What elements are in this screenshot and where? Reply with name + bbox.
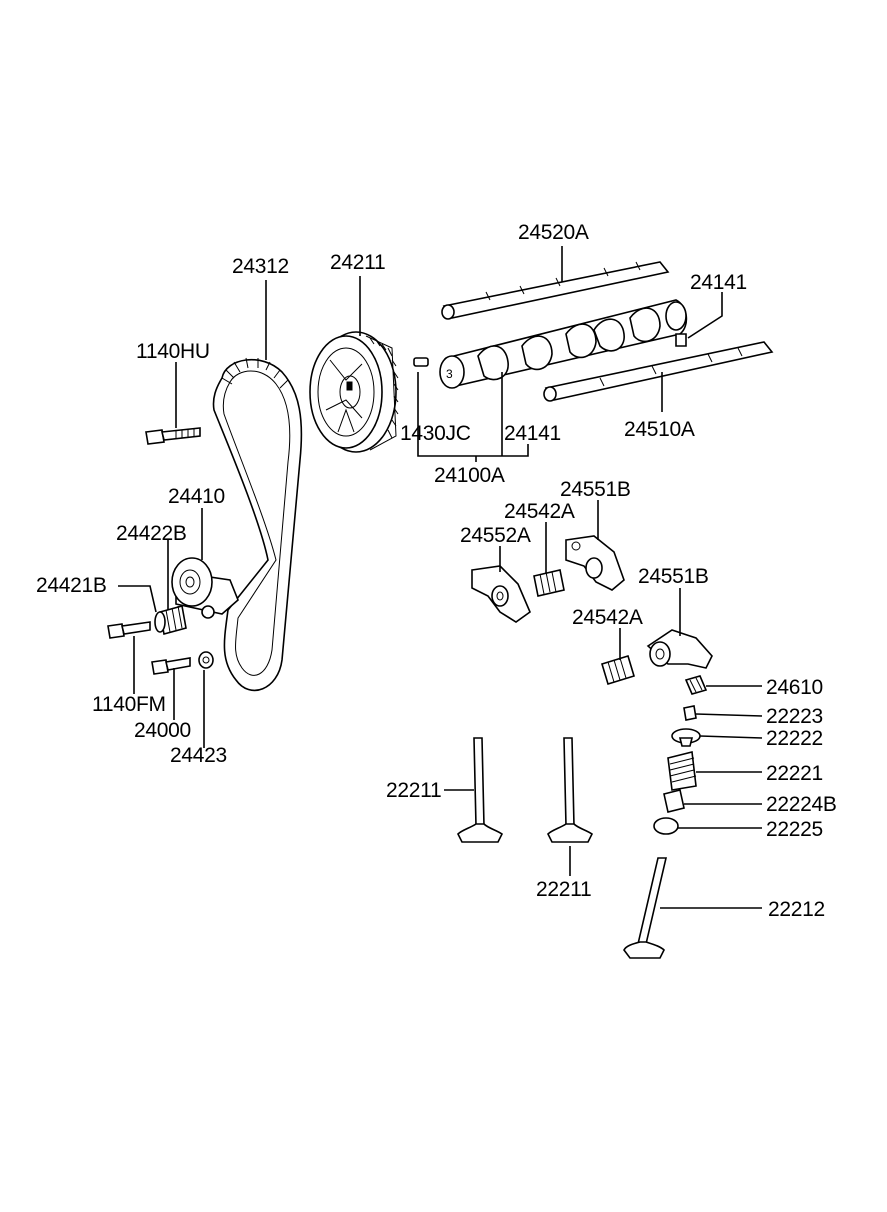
label-22225: 22225: [766, 818, 823, 841]
label-24610: 24610: [766, 676, 823, 699]
label-24510a: 24510A: [624, 418, 695, 441]
spring-24542a-top: [533, 569, 565, 597]
rocker-arm-24551b-mid: [646, 629, 713, 669]
label-22223: 22223: [766, 705, 823, 728]
label-24423: 24423: [170, 744, 227, 767]
label-22211-left: 22211: [386, 779, 441, 802]
rocker-arm-24551b-top: [565, 535, 625, 591]
label-22211-mid: 22211: [536, 878, 591, 901]
plug-top: [675, 333, 687, 347]
valve-spring-22221: [667, 751, 697, 791]
spring-24542a-mid: [601, 654, 635, 686]
label-22212: 22212: [768, 898, 825, 921]
label-24141-top: 24141: [690, 271, 747, 294]
rocker-shaft-upper: [441, 261, 670, 320]
label-24100a: 24100A: [434, 464, 505, 487]
woodruff-key: [413, 357, 429, 367]
label-1430jc: 1430JC: [400, 422, 471, 445]
label-24551b-top: 24551B: [560, 478, 631, 501]
spring-seat-22225: [653, 817, 679, 835]
adjuster-24610: [684, 675, 708, 695]
rocker-arm-24552a: [471, 565, 531, 623]
washer-24423: [198, 651, 214, 669]
bolt-24000: [151, 657, 191, 675]
label-1140hu: 1140HU: [136, 340, 210, 363]
label-24552a: 24552A: [460, 524, 531, 547]
label-24141-mid: 24141: [504, 422, 561, 445]
retainer-22222: [671, 728, 701, 747]
label-24520a: 24520A: [518, 221, 589, 244]
label-24542a-mid: 24542A: [572, 606, 643, 629]
intake-valve-mid: [547, 737, 594, 843]
label-24551b-mid: 24551B: [638, 565, 709, 588]
label-22222: 22222: [766, 727, 823, 750]
label-22221: 22221: [766, 762, 823, 785]
belt-tensioner: [171, 557, 239, 619]
svg-text:3: 3: [446, 367, 453, 381]
valve-seal-22224b: [663, 789, 685, 813]
part-labels: 24520A 24141 24312 24211 1140HU 1430JC 2…: [36, 221, 837, 921]
label-24211: 24211: [330, 251, 385, 274]
leader-lines: [118, 246, 763, 909]
intake-valve-left: [457, 737, 504, 843]
retainer-lock-22223: [683, 705, 697, 721]
rocker-shaft-lower: [543, 341, 774, 402]
label-24312: 24312: [232, 255, 289, 278]
label-24421b: 24421B: [36, 574, 107, 597]
camshaft-sprocket: [309, 331, 399, 453]
label-24422b: 24422B: [116, 522, 187, 545]
bolt-1140fm: [107, 621, 151, 639]
bolt-1140hu: [145, 427, 201, 445]
tensioner-pin: [154, 611, 166, 633]
label-24542a-top: 24542A: [504, 500, 575, 523]
label-22224b: 22224B: [766, 793, 837, 816]
label-1140fm: 1140FM: [92, 693, 166, 716]
timing-belt: [212, 357, 303, 692]
exhaust-valve: [623, 857, 668, 959]
label-24000: 24000: [134, 719, 191, 742]
label-24410: 24410: [168, 485, 225, 508]
